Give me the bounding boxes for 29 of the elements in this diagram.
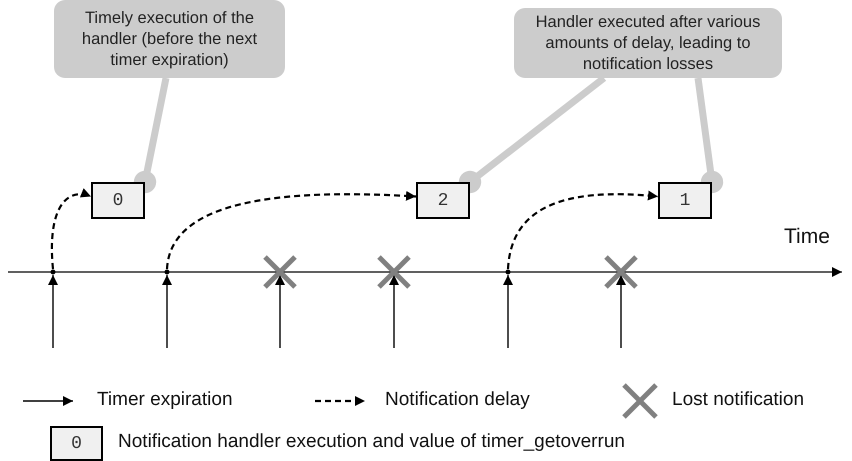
leader-line	[134, 77, 170, 194]
legend-value-box: 0	[50, 426, 103, 461]
expiration-arrow	[275, 275, 285, 348]
expiration-arrow	[389, 275, 399, 348]
leader-line	[458, 75, 606, 194]
expiration-point	[506, 270, 510, 274]
callout-bubble: Timely execution of the handler (before the next timer expiration)	[54, 0, 285, 78]
legend-label: Notification delay	[385, 389, 530, 411]
overrun-value-box: 2	[416, 182, 470, 219]
axis-label: Time	[784, 225, 830, 249]
expiration-arrow	[616, 275, 626, 348]
delay-arrow	[166, 191, 416, 270]
lost-notification-cross	[604, 255, 638, 289]
lost-notification-cross	[263, 255, 297, 289]
callout-bubble: Handler executed after various amounts of delay, leading to notification losses	[514, 8, 782, 78]
expiration-point	[50, 270, 56, 274]
expiration-point	[164, 270, 170, 274]
leader-line	[694, 78, 724, 194]
expiration-arrow	[162, 275, 172, 348]
overrun-value-box: 1	[658, 182, 712, 219]
legend-label: Lost notification	[672, 389, 804, 411]
delay-arrow	[50, 188, 92, 270]
legend-label: Timer expiration	[97, 389, 233, 411]
delay-arrow	[506, 190, 658, 270]
overrun-value-box: 0	[91, 182, 145, 219]
expiration-arrow	[48, 275, 58, 348]
legend-label: Notification handler execution and value of timer_getoverrun	[118, 431, 625, 453]
lost-notification-cross	[377, 255, 411, 289]
expiration-arrow	[503, 275, 513, 348]
